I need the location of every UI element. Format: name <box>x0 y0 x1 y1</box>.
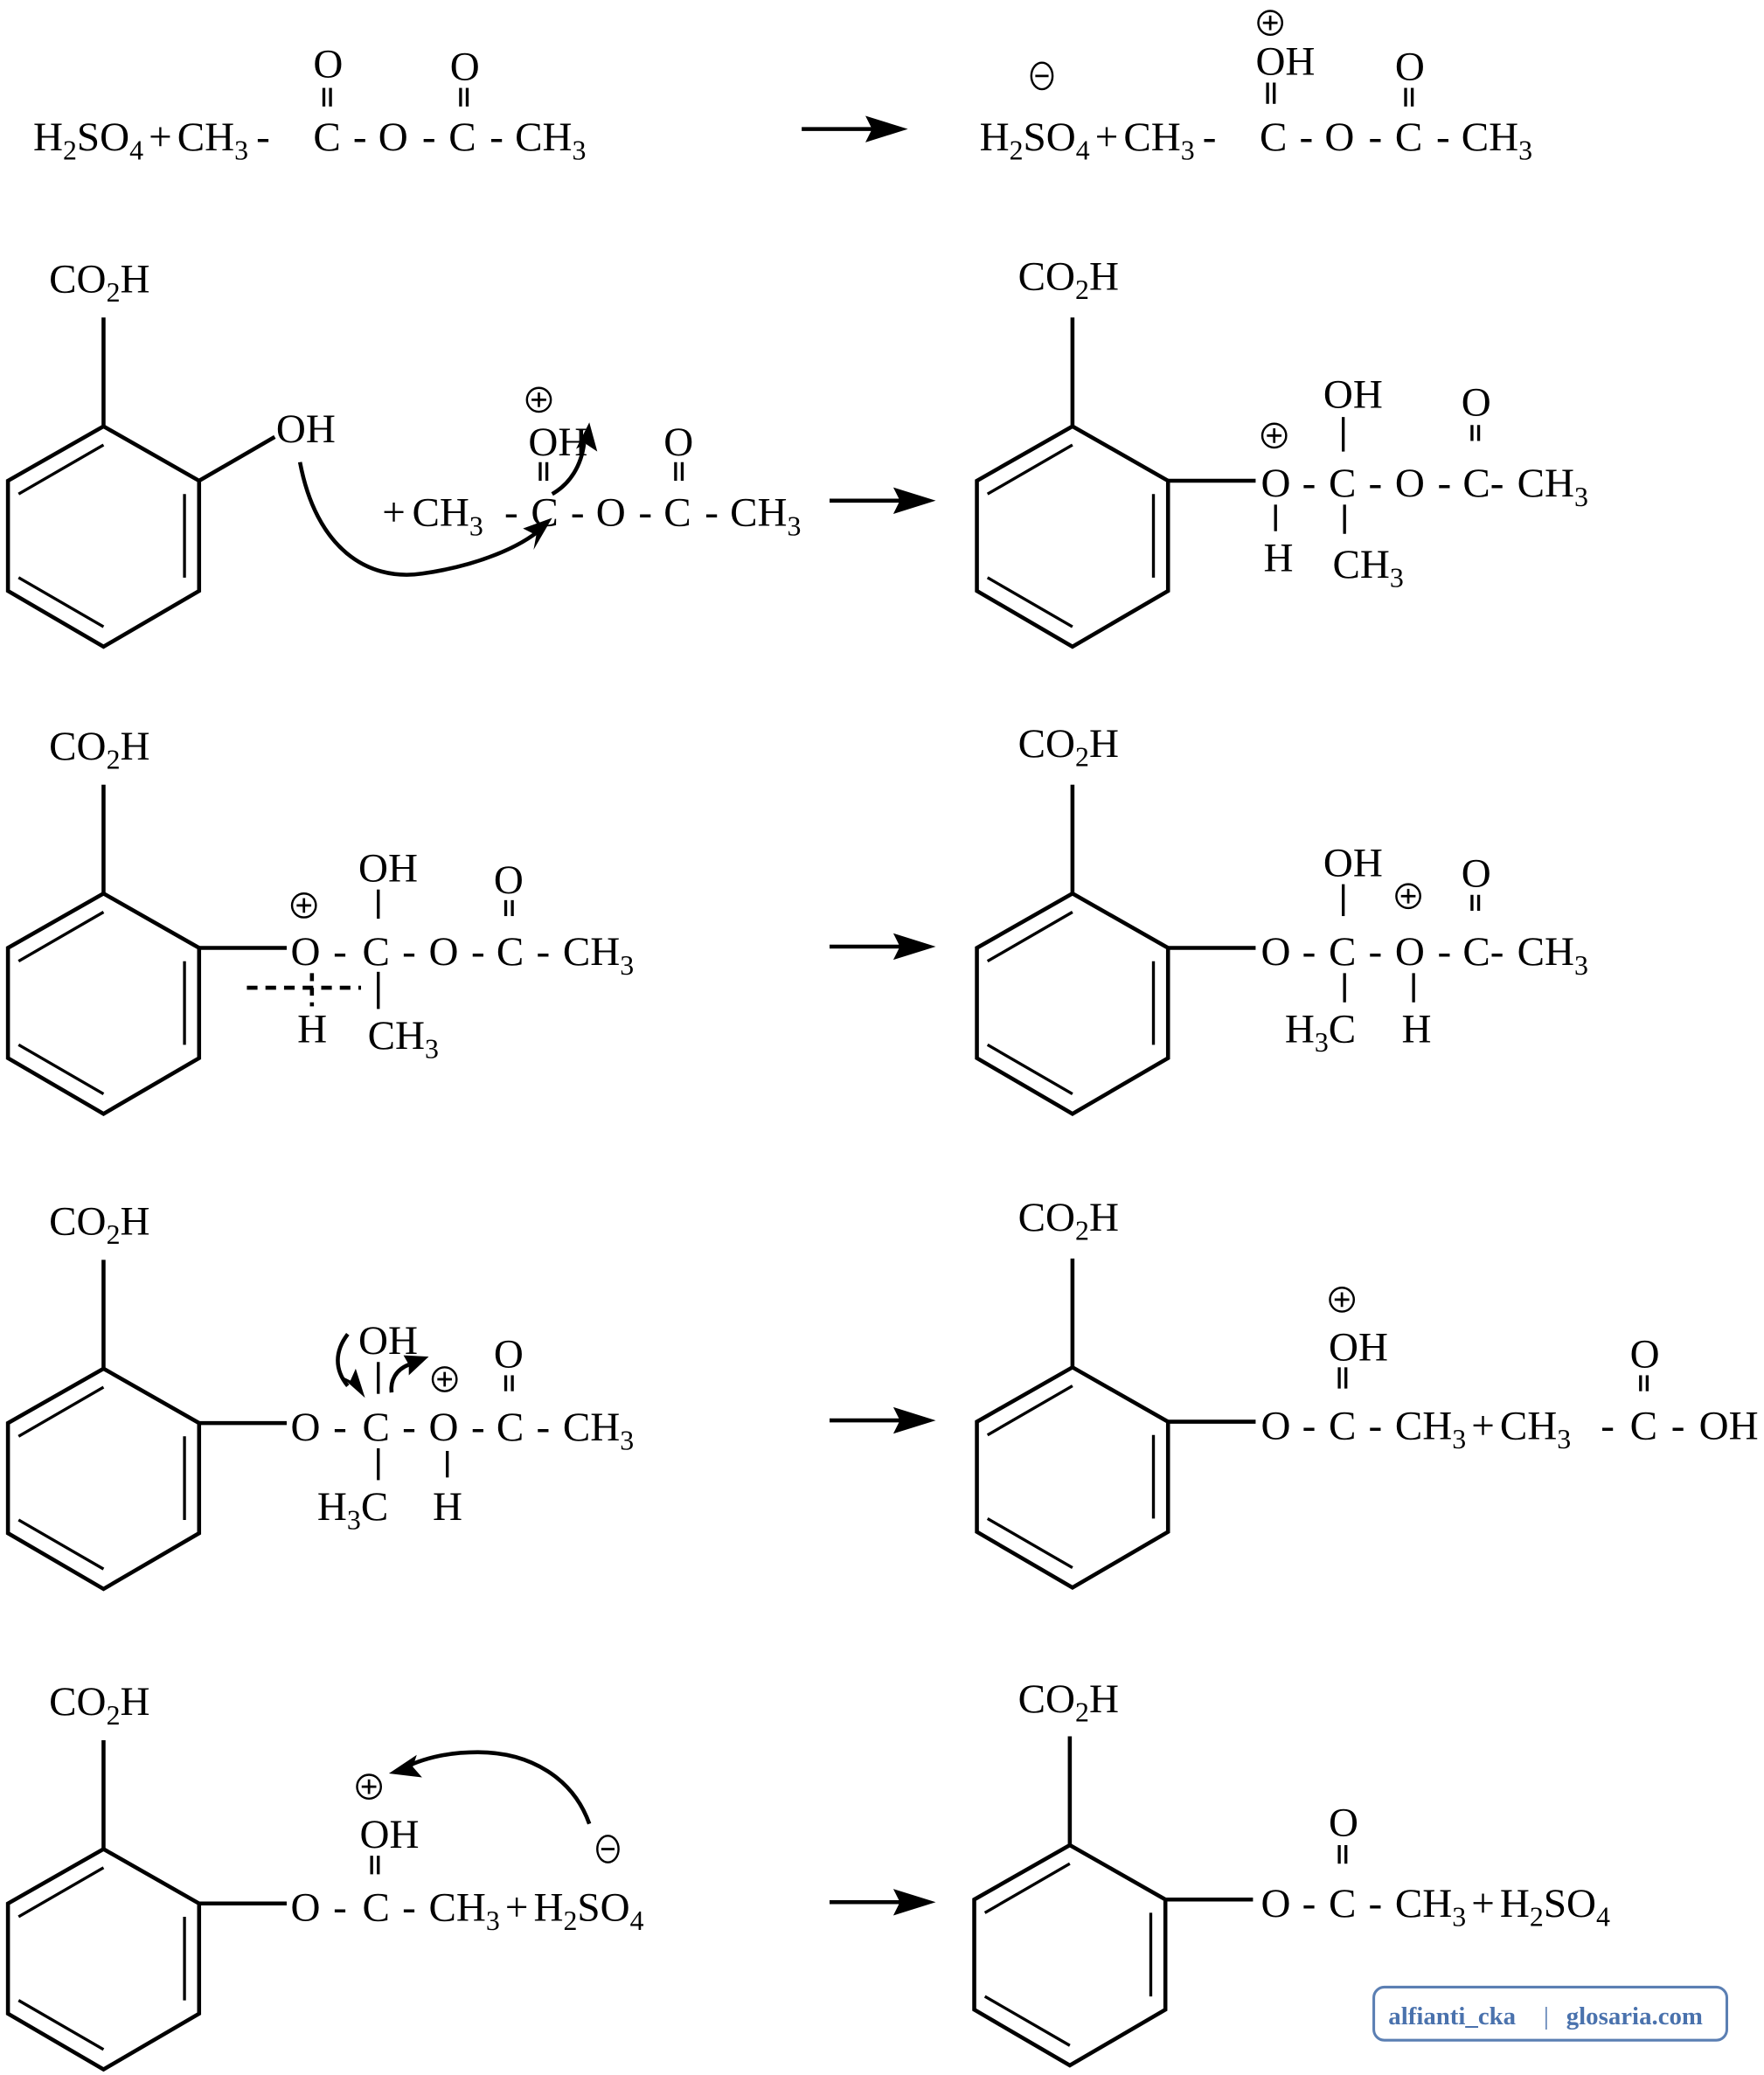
curved-arrow <box>297 461 544 577</box>
protonated-ester-intermediate: O - C - O - C - CH3 <box>291 1405 635 1456</box>
phenol-oh: OH <box>276 406 336 452</box>
carbonyl-o: O <box>1462 851 1491 897</box>
co2h-label: CO2H <box>1018 1676 1119 1728</box>
double-bond <box>1266 82 1414 107</box>
protonated-anhydride: +CH3 <box>382 490 483 542</box>
carbonyl-o: O <box>1395 44 1425 89</box>
tetrahedral-intermediate: O - C - O - C - CH3 <box>291 929 635 981</box>
protonated-oh: OH <box>359 1812 419 1857</box>
products-step1: H2SO4+CH3- <box>980 115 1217 166</box>
curved-arrow <box>551 443 587 496</box>
double-bond <box>538 461 684 482</box>
benzene-ring <box>8 785 199 1114</box>
arrow-head <box>339 1368 365 1398</box>
hydroxyl-label: OH <box>358 846 418 892</box>
carbonyl-o: O <box>313 41 343 87</box>
co2h-label: CO2H <box>49 1679 149 1731</box>
benzene-ring <box>977 1259 1169 1588</box>
watermark: alfianti_cka | glosaria.com <box>1372 1985 1729 2042</box>
chain-step1: C - O - C - CH3 <box>313 115 586 166</box>
arrow-head <box>403 1355 429 1376</box>
reactants-step1: H2SO4+CH3- <box>33 115 270 166</box>
positive-charge-icon <box>1395 883 1422 910</box>
positive-charge-icon <box>525 386 552 413</box>
benzene-ring <box>977 785 1169 1114</box>
carbonyl-o: O <box>494 1331 524 1377</box>
benzene-ring <box>8 1260 199 1589</box>
carbonyl-o: O <box>663 420 693 465</box>
curved-arrow <box>336 1332 350 1388</box>
methyl-label: CH3 <box>368 1013 439 1065</box>
h-label: H <box>1264 535 1294 580</box>
benzene-ring <box>8 317 199 647</box>
positive-charge-icon <box>1257 10 1284 37</box>
hydroxyl-label: OH <box>1323 372 1383 418</box>
protonated-aspirin: O - C - CH3+H2SO4 <box>291 1885 644 1937</box>
protonated-oh: OH <box>1255 38 1315 84</box>
carbonyl-o: O <box>494 857 524 903</box>
protonated-ester-intermediate: O - C - O - C- CH3 <box>1261 929 1588 981</box>
curved-arrow <box>402 1750 592 1825</box>
chain-step2: - C - O - C - CH3 <box>504 490 801 542</box>
reaction-arrow <box>830 487 936 514</box>
benzene-ring <box>975 1736 1166 2065</box>
positive-charge-icon <box>431 1365 458 1393</box>
co2h-label: CO2H <box>1018 1195 1119 1246</box>
arrow-head <box>388 1754 422 1778</box>
protonated-oh: OH <box>528 420 587 465</box>
co2h-label: CO2H <box>1018 253 1119 305</box>
step-3: CO2H O - C - O - C - CH3 OH O H CH3 <box>8 721 1588 1114</box>
reaction-arrow <box>802 115 908 142</box>
reaction-arrow <box>830 1406 936 1434</box>
chain-step1-product: C - O - C - CH3 <box>1260 115 1532 166</box>
methyl-label: H3C <box>1285 1006 1356 1058</box>
acetic-acid-chain: - C - OH <box>1601 1403 1758 1448</box>
co2h-label: CO2H <box>49 724 149 775</box>
positive-charge-icon <box>290 892 317 919</box>
positive-charge-icon <box>356 1773 383 1801</box>
co2h-label: CO2H <box>1018 721 1119 773</box>
carbonyl-o: O <box>1329 1800 1358 1845</box>
reaction-arrow <box>830 1889 936 1916</box>
curved-arrow <box>389 1363 410 1393</box>
benzene-ring <box>8 1740 199 2070</box>
negative-charge-icon <box>1030 61 1054 91</box>
co2h-label: CO2H <box>49 256 149 308</box>
hydroxyl-label: OH <box>1323 841 1383 886</box>
double-bond <box>322 87 469 107</box>
step-5: CO2H O - C - CH3+H2SO4 OH CO2H O - C - C… <box>8 1676 1610 2069</box>
positive-charge-icon <box>1260 422 1288 449</box>
co2h-label: CO2H <box>49 1198 149 1250</box>
step-2: CO2H OH +CH3 - C - O - C - CH3 OH O <box>8 253 1588 646</box>
methyl-label: H3C <box>317 1484 388 1536</box>
step-4: CO2H O - C - O - C - CH3 OH O H3C H <box>8 1195 1759 1589</box>
benzene-ring <box>977 317 1169 647</box>
h-label: H <box>297 1006 327 1051</box>
negative-charge-icon <box>595 1834 620 1864</box>
positive-charge-icon <box>1329 1286 1356 1313</box>
h-label: H <box>433 1484 462 1530</box>
methyl-label: CH3 <box>1333 542 1404 593</box>
watermark-text: alfianti_cka | glosaria.com <box>1388 2002 1703 2030</box>
proton-transfer-dashes <box>247 973 362 1007</box>
aspirin-product: O - C - CH3+H2SO4 <box>1261 1881 1610 1933</box>
step-1: H2SO4+CH3- C - O - C - CH3 O O H2SO4+CH3… <box>33 10 1532 166</box>
tetrahedral-intermediate: O - C - O - C- CH3 <box>1261 461 1588 512</box>
protonated-aspirin-plus-acetic-acid: O - C - CH3+CH3 <box>1261 1403 1572 1454</box>
carbonyl-o: O <box>1462 380 1491 426</box>
arrow-head <box>576 422 598 452</box>
reaction-arrow <box>830 933 936 961</box>
h-label: H <box>1401 1006 1431 1051</box>
carbonyl-o: O <box>1630 1331 1660 1377</box>
carbonyl-o: O <box>450 44 480 89</box>
protonated-oh: OH <box>1329 1325 1388 1371</box>
